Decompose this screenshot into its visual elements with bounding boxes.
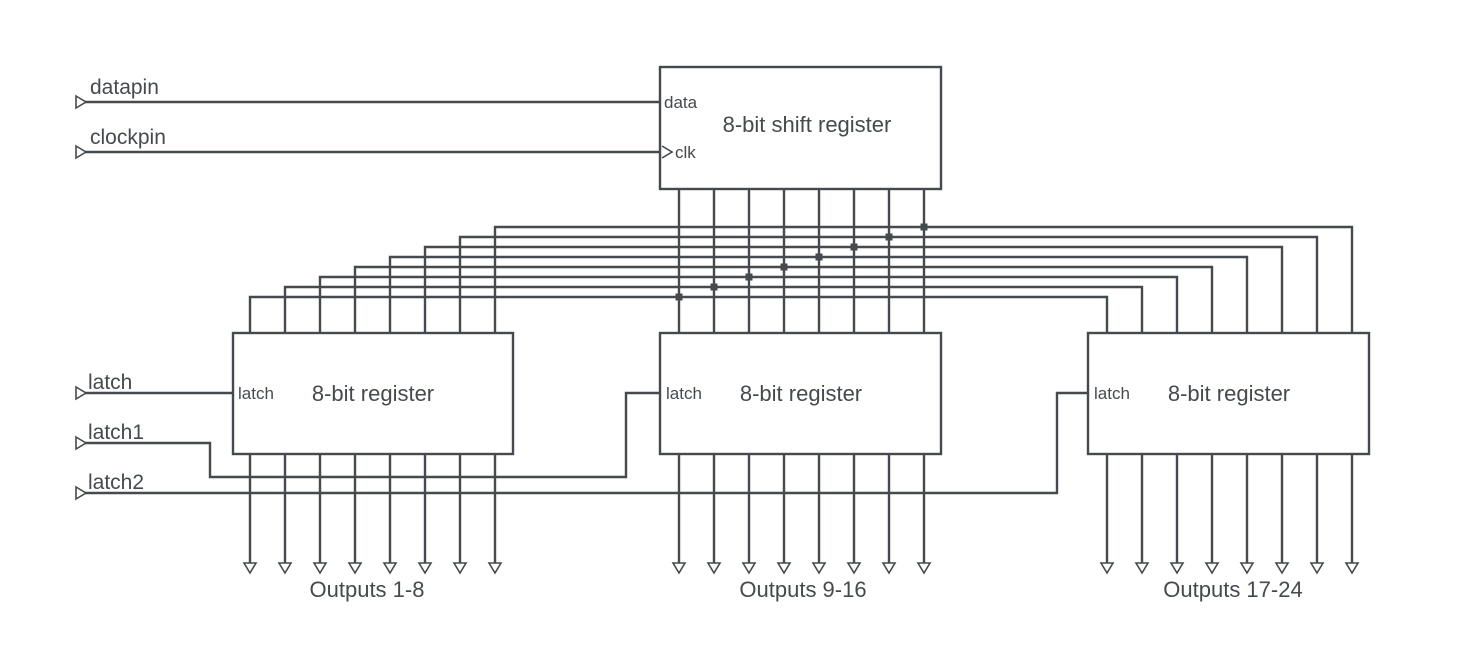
register-3-latch-port: latch <box>1094 384 1130 403</box>
outputs-17-24-label: Outputs 17-24 <box>1163 577 1302 602</box>
bus-wiring <box>248 189 1354 333</box>
output-arrow-icon <box>382 562 398 575</box>
shift-register-block: data clk 8-bit shift register <box>658 65 943 191</box>
datapin-input: datapin <box>75 76 660 110</box>
register-1-block: latch 8-bit register <box>231 331 515 456</box>
latch1-arrow-icon <box>75 435 88 451</box>
clock-input-triangle-icon <box>661 145 674 159</box>
output-arrow-icon <box>242 562 258 575</box>
output-arrow-icon <box>706 562 722 575</box>
shift-register-data-port: data <box>664 93 698 112</box>
register-2-title: 8-bit register <box>740 381 862 406</box>
output-arrow-icon <box>1134 562 1150 575</box>
latch-arrow-icon <box>75 385 88 401</box>
clockpin-input: clockpin <box>75 126 660 160</box>
junction-dot <box>815 253 823 261</box>
register-3-box <box>1086 331 1371 456</box>
junction-dot <box>920 223 928 231</box>
register-3-outputs <box>1099 454 1360 575</box>
shift-register-box <box>658 65 943 191</box>
output-arrow-icon <box>452 562 468 575</box>
junction-dot <box>675 293 683 301</box>
output-arrow-icon <box>1169 562 1185 575</box>
register-1-outputs <box>242 454 503 575</box>
register-2-box <box>658 331 943 456</box>
register-2-latch-port: latch <box>666 384 702 403</box>
register-2-outputs <box>671 454 932 575</box>
latch-input: latch <box>75 371 233 401</box>
junction-dot <box>710 283 718 291</box>
clockpin-label: clockpin <box>90 126 166 149</box>
latch1-input: latch1 <box>75 391 660 479</box>
output-arrow-icon <box>1099 562 1115 575</box>
junction-dot <box>850 243 858 251</box>
datapin-label: datapin <box>90 76 159 99</box>
output-arrow-icon <box>1204 562 1220 575</box>
clockpin-arrow-icon <box>75 144 88 160</box>
output-arrow-icon <box>312 562 328 575</box>
latch2-arrow-icon <box>75 485 88 501</box>
junction-dot <box>780 263 788 271</box>
shift-register-title: 8-bit shift register <box>723 112 892 137</box>
output-arrow-icon <box>881 562 897 575</box>
output-arrow-icon <box>671 562 687 575</box>
register-1-box <box>231 331 515 456</box>
output-arrow-icon <box>846 562 862 575</box>
register-3-block: latch 8-bit register <box>1086 331 1371 456</box>
junction-dot <box>745 273 753 281</box>
output-arrow-icon <box>1239 562 1255 575</box>
datapin-arrow-icon <box>75 94 88 110</box>
register-1-title: 8-bit register <box>312 381 434 406</box>
junction-dot <box>885 233 893 241</box>
latch2-input: latch2 <box>75 391 1088 501</box>
register-1-latch-port: latch <box>238 384 274 403</box>
output-arrow-icon <box>1344 562 1360 575</box>
output-arrow-icon <box>487 562 503 575</box>
output-arrow-icon <box>916 562 932 575</box>
output-arrow-icon <box>811 562 827 575</box>
outputs-1-8-label: Outputs 1-8 <box>310 577 425 602</box>
latch2-label: latch2 <box>88 471 144 494</box>
register-3-title: 8-bit register <box>1168 381 1290 406</box>
shift-register-clk-port: clk <box>675 143 696 162</box>
latch1-label: latch1 <box>88 421 144 444</box>
register-2-block: latch 8-bit register <box>658 331 943 456</box>
latch-label: latch <box>88 371 132 394</box>
outputs-9-16-label: Outputs 9-16 <box>739 577 866 602</box>
output-arrow-icon <box>1309 562 1325 575</box>
output-arrow-icon <box>776 562 792 575</box>
output-arrow-icon <box>347 562 363 575</box>
output-arrow-icon <box>741 562 757 575</box>
output-arrow-icon <box>277 562 293 575</box>
output-arrow-icon <box>1274 562 1290 575</box>
output-arrow-icon <box>417 562 433 575</box>
